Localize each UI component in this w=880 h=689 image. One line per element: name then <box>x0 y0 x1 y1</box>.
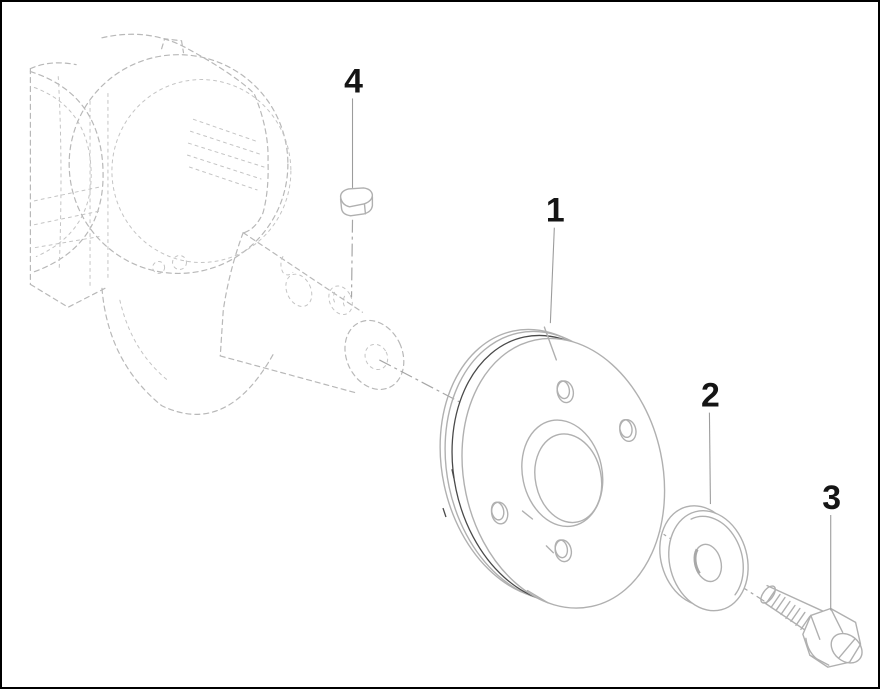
callout-3-label[interactable]: 3 <box>822 479 841 517</box>
part-4-key <box>339 187 374 217</box>
disc-bolt-holes <box>490 380 637 563</box>
bolt-tip <box>760 585 776 604</box>
shaft-to-disc-centerline <box>379 359 464 405</box>
callout-1-label[interactable]: 1 <box>546 192 565 230</box>
engine-ghost-outline <box>29 33 405 415</box>
part-1-flange-disc <box>439 326 666 609</box>
callouts: 1 2 3 4 <box>344 62 841 611</box>
bolt-hex-head <box>802 607 862 668</box>
disc-center-bore <box>521 419 604 528</box>
callout-4-label[interactable]: 4 <box>344 62 363 100</box>
bolt-threads <box>765 589 811 631</box>
disc-face <box>461 337 666 609</box>
callout-2-label[interactable]: 2 <box>701 377 720 415</box>
part-3-flange-bolt <box>760 584 863 668</box>
leader-line-2 <box>708 412 711 505</box>
leader-line-1 <box>549 227 555 324</box>
key-top-face <box>339 187 374 208</box>
washer-face <box>668 510 749 612</box>
part-2-washer <box>659 505 749 612</box>
key-to-shaft-centerline <box>350 219 354 298</box>
